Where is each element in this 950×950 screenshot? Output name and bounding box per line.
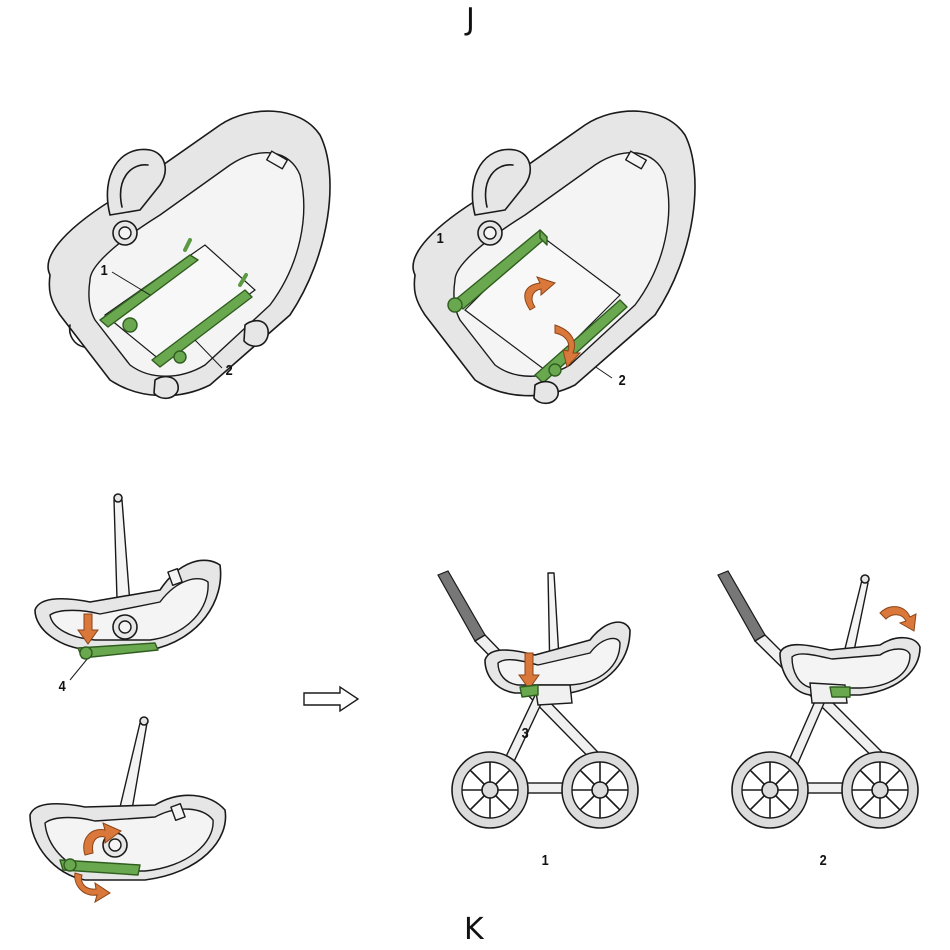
callout-j-left-2: 2 <box>226 362 233 379</box>
caption-k-stroller-1: 1 <box>542 852 549 869</box>
outline-right-arrow-icon <box>302 685 362 715</box>
k-stroller-2-illustration <box>710 565 930 835</box>
callout-k-step-3: 3 <box>522 725 529 742</box>
j-right-seat-illustration <box>395 95 715 405</box>
k-seat-rotate-illustration <box>25 715 245 895</box>
caption-k-stroller-2: 2 <box>820 852 827 869</box>
k-seat-press-illustration <box>30 490 230 670</box>
k-stroller-1-illustration <box>430 565 650 835</box>
callout-j-right-1: 1 <box>437 230 444 247</box>
callout-j-right-2: 2 <box>619 372 626 389</box>
callout-k-step-4: 4 <box>59 678 66 695</box>
